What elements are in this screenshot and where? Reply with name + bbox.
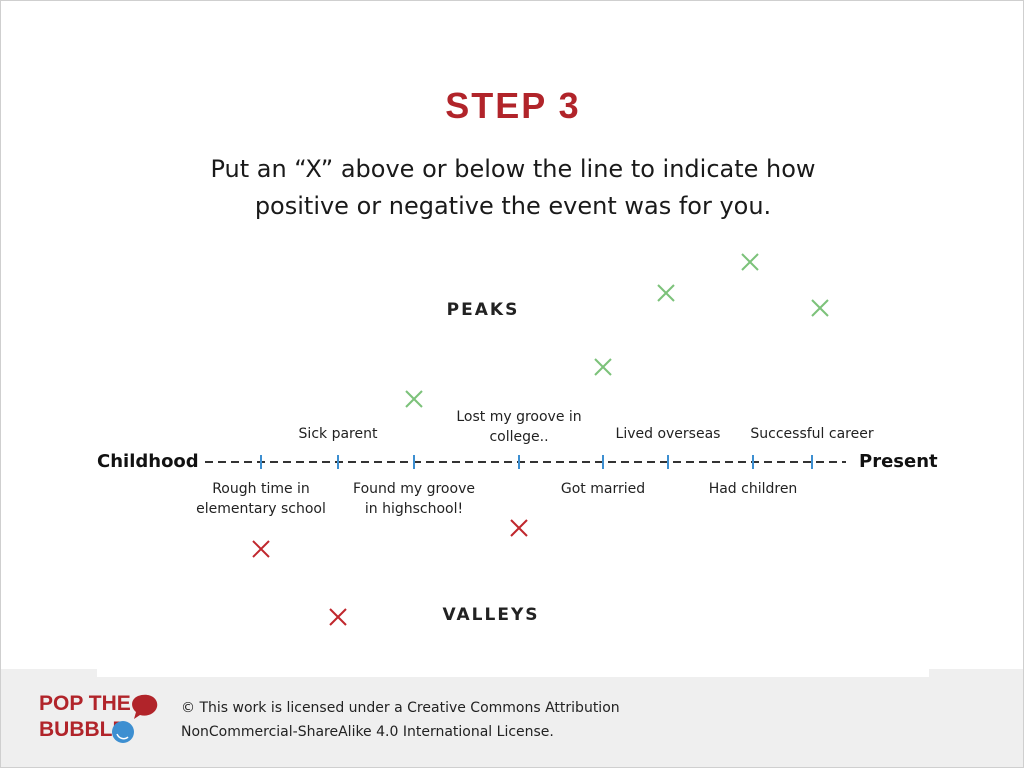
valley-x-mark xyxy=(329,608,347,626)
instruction-line-1: Put an “X” above or below the line to in… xyxy=(210,155,816,183)
valleys-label: VALLEYS xyxy=(442,605,540,625)
license-line-2: NonCommercial-ShareAlike 4.0 Internation… xyxy=(181,724,554,740)
license-text: © This work is licensed under a Creative… xyxy=(181,696,620,744)
valley-x-mark xyxy=(510,519,528,537)
logo-line-2: BUBBLE xyxy=(39,718,127,741)
event-label-successful-career: Successful career xyxy=(750,426,874,442)
peak-x-mark xyxy=(594,358,612,376)
peak-x-mark xyxy=(657,284,675,302)
step-title: STEP 3 xyxy=(445,85,581,126)
event-label-rough-time: Rough time in elementary school xyxy=(196,481,326,517)
event-label-found-groove: Found my groove in highschool! xyxy=(353,481,475,517)
peak-x-mark xyxy=(811,299,829,317)
valley-x-mark xyxy=(252,540,270,558)
speech-bubbles-icon xyxy=(112,694,158,743)
footer-top-strip xyxy=(97,669,929,677)
timeline-start-label: Childhood xyxy=(97,451,199,472)
timeline-ticks xyxy=(260,455,813,469)
footer xyxy=(1,669,1023,767)
event-label-got-married: Got married xyxy=(560,481,646,497)
event-label-sick-parent: Sick parent xyxy=(298,426,378,442)
event-label-had-children: Had children xyxy=(708,481,798,497)
timeline-end-label: Present xyxy=(859,451,938,472)
peak-x-mark xyxy=(405,390,423,408)
peaks-label: PEAKS xyxy=(446,300,520,320)
instruction-line-2: positive or negative the event was for y… xyxy=(254,192,772,220)
event-label-lived-overseas: Lived overseas xyxy=(615,426,721,442)
instruction-text: Put an “X” above or below the line to in… xyxy=(181,151,845,225)
license-line-1: © This work is licensed under a Creative… xyxy=(181,700,620,716)
event-label-lost-groove: Lost my groove in college.. xyxy=(456,409,582,445)
peak-x-mark xyxy=(741,253,759,271)
pop-the-bubble-logo: POP THE BUBBLE xyxy=(39,691,158,743)
logo-line-1: POP THE xyxy=(39,692,131,715)
